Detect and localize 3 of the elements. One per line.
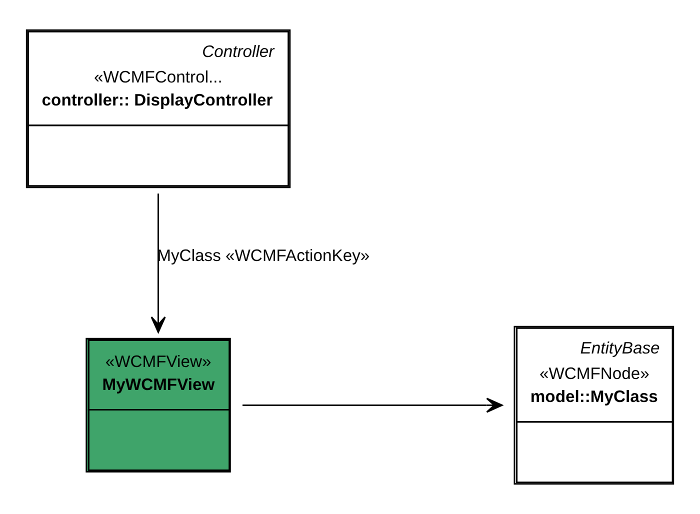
arrow [242, 398, 503, 413]
edge-label: MyClass «WCMFActionKey» [157, 246, 370, 266]
arrow [150, 194, 166, 333]
